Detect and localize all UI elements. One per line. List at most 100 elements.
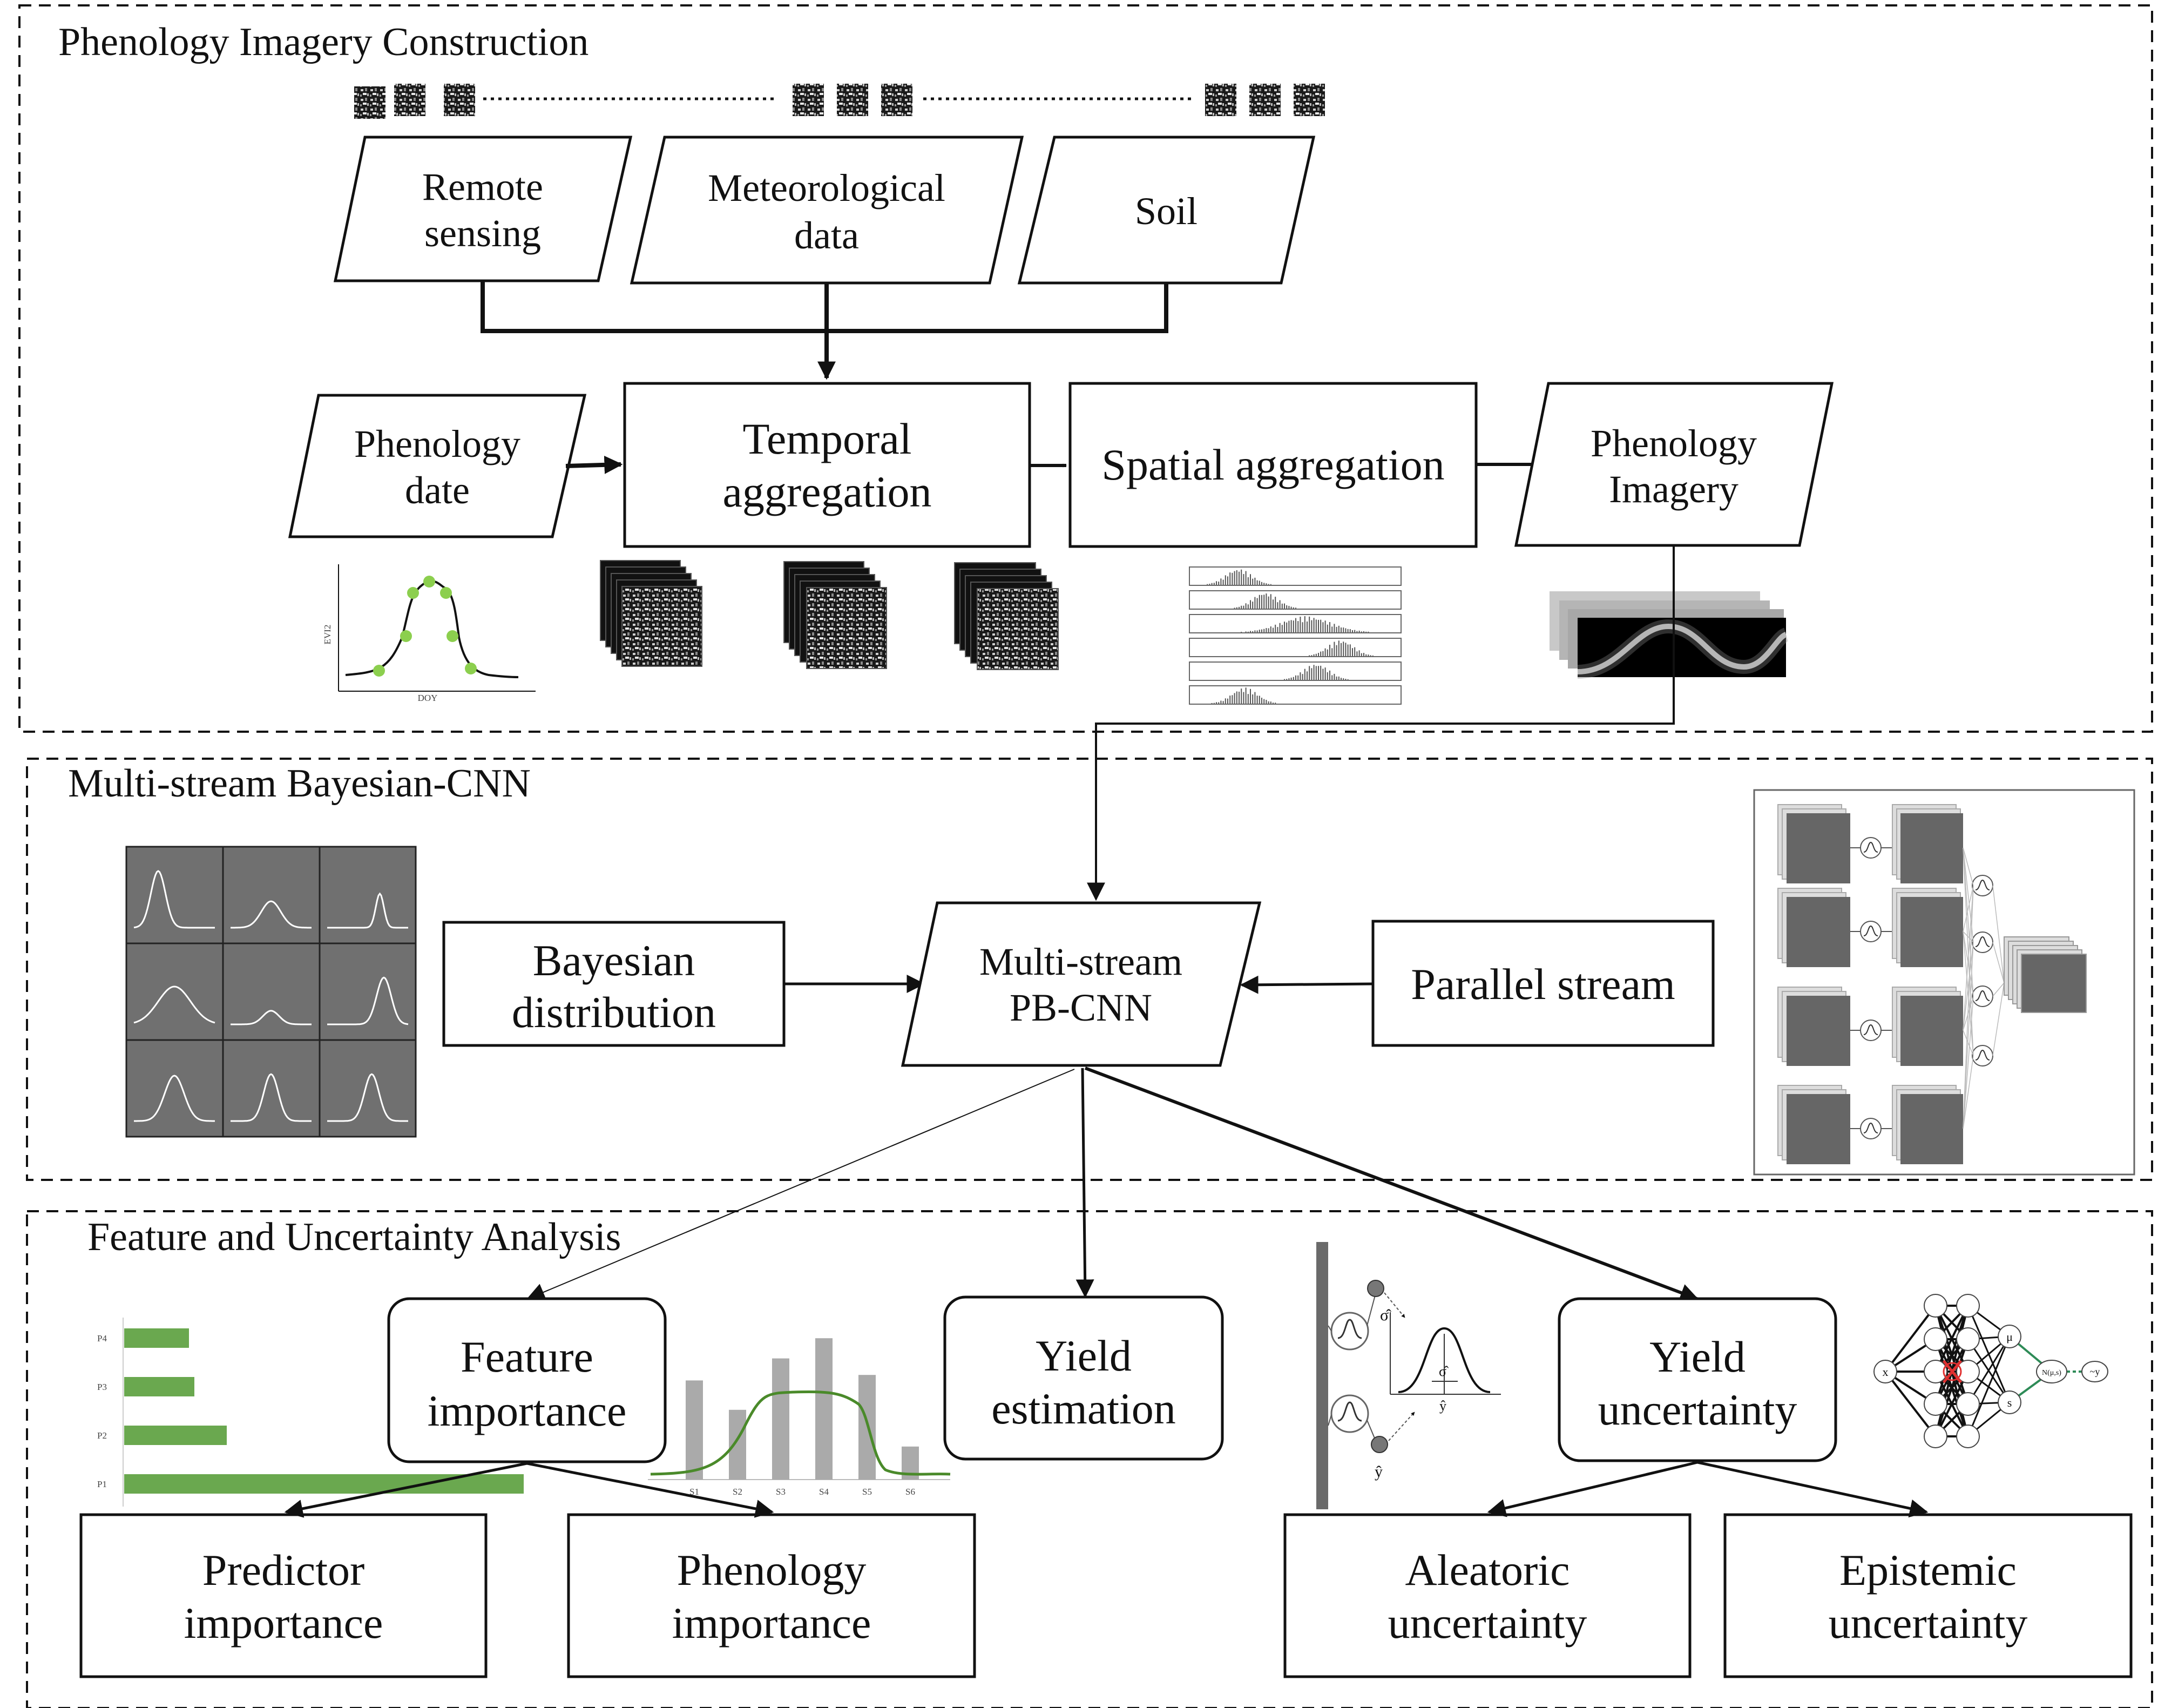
phenology-bar-label: S1 — [689, 1487, 699, 1497]
section-frame-bcnn — [26, 758, 2153, 1181]
predictor-bar-label: P2 — [97, 1430, 107, 1441]
yield-estimation-line2: estimation — [991, 1384, 1176, 1433]
temporal-image-stack-2 — [783, 561, 887, 669]
phenology-bar — [815, 1338, 833, 1480]
yield-uncertainty-line2: uncertainty — [1598, 1385, 1797, 1434]
yield-estimation-node — [943, 1295, 1224, 1461]
phenology-imagery-node — [1514, 382, 1834, 547]
section-title-bcnn: Multi-stream Bayesian-CNN — [68, 761, 531, 806]
temporal-aggregation-line1: Temporal — [742, 414, 911, 463]
phenology-bar — [729, 1409, 746, 1480]
multistream-pbcnn-node — [901, 901, 1262, 1067]
bayesian-distribution-line2: distribution — [512, 988, 716, 1037]
temporal-image-stack-1 — [600, 560, 702, 667]
yield-uncertainty-node — [1558, 1297, 1837, 1462]
section-title-construction: Phenology Imagery Construction — [58, 20, 588, 64]
input-merge-connector — [481, 281, 1168, 380]
parallel-stream-label: Parallel stream — [1411, 960, 1675, 1009]
aleatoric-sketch: σ̂ ŷ σ̂ ŷ — [1316, 1242, 1501, 1509]
phenology-bar-label: S3 — [776, 1487, 786, 1497]
arrow-parallel-to-pbcnn — [1240, 975, 1374, 994]
remote-sensing-line1: Remote — [422, 165, 543, 208]
epistemic-s-label: s — [2007, 1396, 2012, 1409]
temporal-aggregation-node — [623, 382, 1031, 548]
connector-to-yield-uncertainty — [1084, 1066, 1699, 1302]
aleatoric-sigma-label: σ̂ — [1380, 1306, 1391, 1324]
phenology-imagery-line2: Imagery — [1609, 468, 1738, 511]
predictor-importance-line1: Predictor — [202, 1545, 365, 1595]
connector-imagery-to-pbcnn — [1087, 545, 1675, 901]
phenology-curve — [650, 1390, 951, 1476]
predictor-importance-line2: importance — [184, 1598, 383, 1648]
predictor-bar-label: P1 — [97, 1479, 107, 1489]
spatial-aggregation-node — [1068, 382, 1478, 548]
aleatoric-yhat-label-2: ŷ — [1439, 1398, 1446, 1414]
connector-fi-to-predictor — [284, 1462, 527, 1518]
parallel-stream-node — [1371, 920, 1715, 1047]
section-frame-analysis — [26, 1210, 2153, 1708]
section-frame-construction — [18, 4, 2153, 733]
aleatoric-uncertainty-node — [1283, 1513, 1692, 1678]
soil-node — [1017, 136, 1316, 285]
feature-importance-node — [387, 1297, 667, 1463]
aleatoric-uncertainty-line1: Aleatoric — [1405, 1545, 1570, 1595]
predictor-bar — [124, 1328, 189, 1348]
predictor-bar-label: P3 — [97, 1382, 107, 1392]
phenology-importance-node — [567, 1513, 976, 1678]
predictor-bar — [124, 1377, 194, 1396]
aleatoric-yhat-label-1: ŷ — [1375, 1463, 1383, 1481]
yield-estimation-line1: Yield — [1036, 1331, 1132, 1380]
remote-sensing-node — [333, 136, 633, 282]
bayesian-distribution-node — [442, 921, 786, 1047]
epistemic-uncertainty-line2: uncertainty — [1829, 1598, 2028, 1648]
connector-yu-to-epistemic — [1697, 1461, 1929, 1518]
predictor-importance-node — [79, 1513, 488, 1678]
spatial-histogram-strips — [1189, 566, 1402, 705]
phenology-bar-label: S5 — [862, 1487, 872, 1497]
connector-fi-to-phenology — [526, 1462, 774, 1518]
feature-importance-line2: importance — [428, 1386, 627, 1435]
remote-sensing-line2: sensing — [424, 212, 541, 255]
phenology-date-line2: date — [405, 469, 470, 512]
epistemic-y-label: ~y — [2090, 1366, 2100, 1377]
evi-xlabel: DOY — [418, 693, 438, 703]
pbcnn-line2: PB-CNN — [1010, 986, 1152, 1029]
arrow-date-to-temporal — [565, 455, 623, 474]
epistemic-out-label: N(μ,s) — [2042, 1369, 2061, 1377]
phenology-imagery-picture — [1550, 591, 1789, 679]
soil-label: Soil — [1135, 190, 1198, 233]
phenology-bar-label: S4 — [819, 1487, 829, 1497]
meteorological-line2: data — [794, 214, 859, 257]
phenology-date-line1: Phenology — [354, 422, 520, 465]
epistemic-mu-label: μ — [2006, 1330, 2013, 1344]
epistemic-uncertainty-line1: Epistemic — [1839, 1545, 2017, 1595]
aleatoric-sigma-label-2: σ̂ — [1439, 1363, 1449, 1379]
aleatoric-uncertainty-line2: uncertainty — [1388, 1598, 1587, 1648]
temporal-aggregation-line2: aggregation — [722, 467, 931, 516]
temporal-image-stack-3 — [954, 562, 1059, 670]
phenology-bar-label: S2 — [733, 1487, 742, 1497]
evi-ylabel: EVI2 — [322, 625, 333, 645]
section-title-analysis: Feature and Uncertainty Analysis — [87, 1215, 621, 1259]
epistemic-uncertainty-node — [1723, 1513, 2133, 1678]
phenology-bar — [772, 1358, 789, 1480]
satellite-thumbnail-strip — [354, 84, 1325, 119]
phenology-bar — [686, 1380, 703, 1480]
connector-to-yield-estimation — [1075, 1068, 1094, 1298]
yield-uncertainty-line1: Yield — [1649, 1332, 1746, 1381]
meteorological-node — [630, 136, 1024, 285]
pbcnn-line1: Multi-stream — [979, 940, 1182, 983]
connector-yu-to-aleatoric — [1487, 1461, 1698, 1517]
epistemic-x-label: x — [1883, 1365, 1889, 1379]
evi-curve-inset: EVI2 DOY — [322, 564, 536, 703]
predictor-bar-label: P4 — [97, 1333, 107, 1344]
bayesian-distribution-grid — [125, 846, 417, 1138]
phenology-importance-line1: Phenology — [677, 1545, 867, 1595]
phenology-date-node — [288, 394, 587, 538]
parallel-cnn-architecture — [1753, 789, 2135, 1176]
spatial-aggregation-label: Spatial aggregation — [1101, 440, 1444, 489]
phenology-importance-line2: importance — [672, 1598, 871, 1648]
feature-importance-line1: Feature — [461, 1332, 593, 1381]
